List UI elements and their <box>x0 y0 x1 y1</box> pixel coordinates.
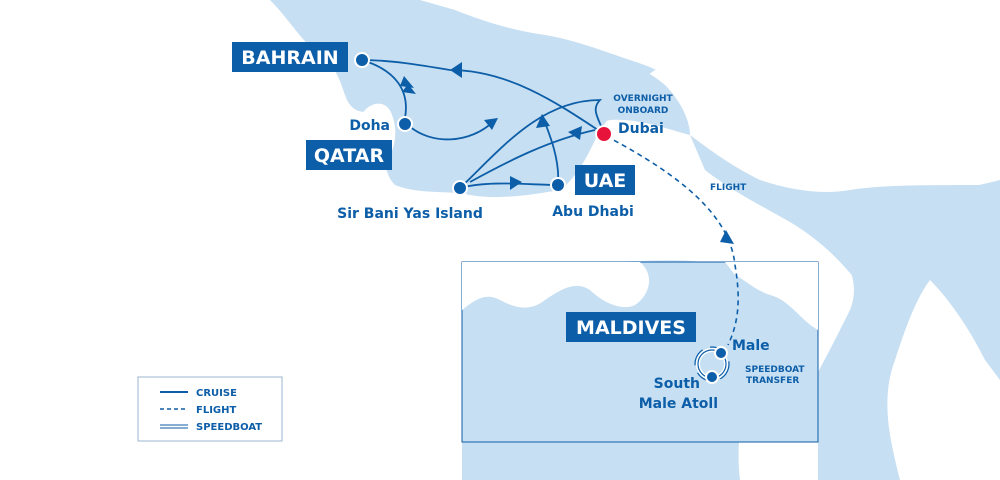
country-box-maldives <box>566 312 696 342</box>
label-flight: FLIGHT <box>710 183 747 193</box>
port-male[interactable] <box>714 346 728 360</box>
route-bahrain-doha <box>361 59 407 119</box>
inset-land <box>462 262 650 310</box>
port-doha[interactable] <box>397 116 413 132</box>
flight-route <box>605 135 739 346</box>
country-maldives: MALDIVES <box>576 317 686 339</box>
label-doha: Doha <box>349 118 390 134</box>
land-iran <box>420 0 1000 215</box>
label-male-atoll: Male Atoll <box>639 396 718 412</box>
sea-gulf-of-oman <box>690 135 1000 285</box>
port-bahrain[interactable] <box>354 52 370 68</box>
country-box-bahrain <box>232 42 348 72</box>
port-dubai[interactable] <box>595 125 613 143</box>
arrow-2 <box>450 62 462 78</box>
label-transfer: TRANSFER <box>746 376 799 386</box>
land-india <box>887 280 1000 480</box>
sea-gulf <box>330 0 690 187</box>
country-bahrain: BAHRAIN <box>241 47 338 69</box>
arrow-4 <box>484 118 498 130</box>
country-uae: UAE <box>584 170 627 192</box>
country-qatar: QATAR <box>314 145 385 167</box>
route-dubai-bahrain <box>361 59 605 135</box>
arrow-3 <box>402 84 416 94</box>
port-abu-dhabi[interactable] <box>550 177 566 193</box>
legend-cruise: CRUISE <box>196 388 237 399</box>
legend-flight: FLIGHT <box>196 405 237 416</box>
route-gulf-dubai-upper <box>459 99 605 189</box>
legend: CRUISE FLIGHT SPEEDBOAT <box>137 376 283 442</box>
arrow-1 <box>400 76 414 88</box>
inset-land-east <box>725 262 818 330</box>
legend-speedboat: SPEEDBOAT <box>196 422 262 433</box>
country-box-qatar <box>306 140 392 170</box>
label-south: South <box>654 376 700 392</box>
port-south-male-atoll[interactable] <box>705 370 719 384</box>
route-doha-gulf <box>407 119 496 141</box>
port-sir-bani-yas[interactable] <box>452 180 468 196</box>
country-box-uae <box>575 165 635 195</box>
arrow-7 <box>568 126 582 140</box>
label-sir-bani-yas: Sir Bani Yas Island <box>337 206 483 222</box>
label-speedboat: SPEEDBOAT <box>745 365 805 375</box>
label-abu-dhabi: Abu Dhabi <box>552 204 634 220</box>
label-onboard: ONBOARD <box>618 106 669 116</box>
arrow-6 <box>510 176 522 190</box>
label-dubai: Dubai <box>618 121 664 137</box>
arrow-5 <box>536 114 550 128</box>
flight-arrow <box>720 230 734 244</box>
route-sirbaniyas-abudhabi <box>459 182 559 189</box>
label-overnight: OVERNIGHT <box>613 94 673 104</box>
label-male: Male <box>732 338 770 354</box>
